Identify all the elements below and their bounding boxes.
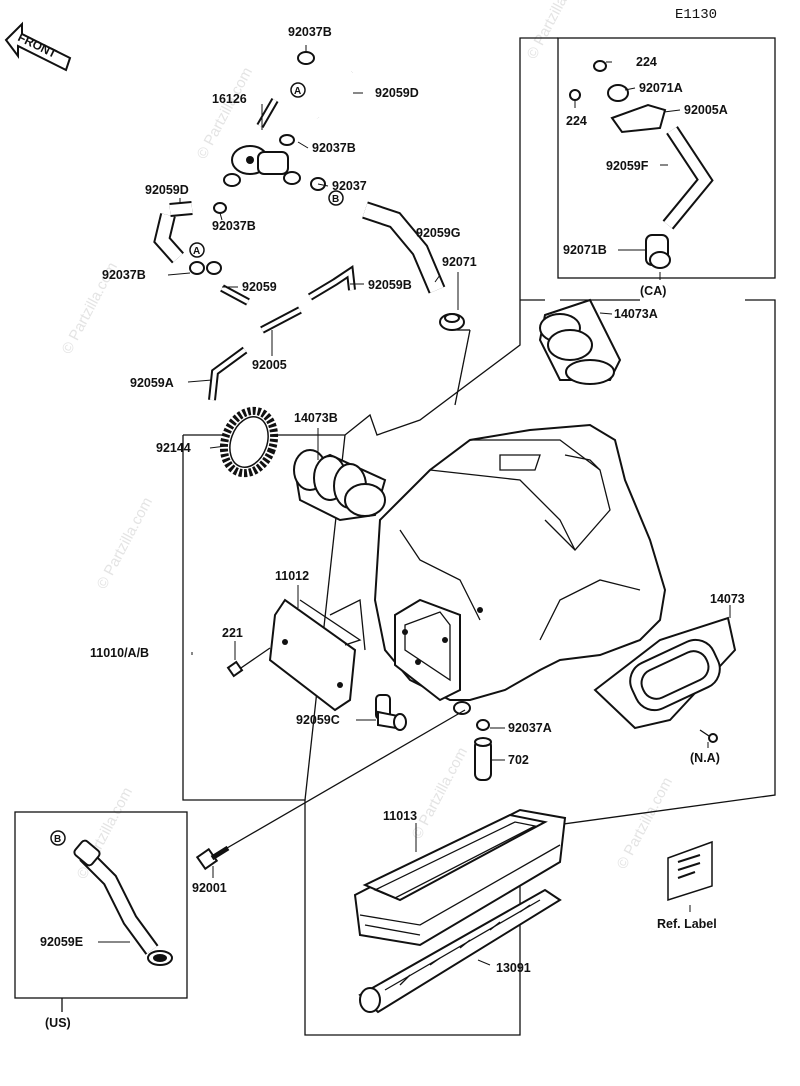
part-labels: 92037B 92059D 16126 92037B 92037 92059D …: [40, 25, 745, 1030]
air-box-11010: [373, 423, 667, 715]
hose-92059E: [73, 839, 173, 966]
label-ca: (CA): [640, 284, 666, 298]
label-92037B-left: 92037B: [212, 219, 256, 233]
label-92144: 92144: [156, 441, 191, 455]
label-11012: 11012: [275, 569, 309, 583]
watermark-8: © Partzilla.com: [614, 775, 676, 872]
label-92037B-low: 92037B: [102, 268, 146, 282]
label-13091: 13091: [496, 961, 531, 975]
label-92059D-left: 92059D: [145, 183, 189, 197]
label-92059: 92059: [242, 280, 277, 294]
label-92059D-top: 92059D: [375, 86, 419, 100]
label-92059E: 92059E: [40, 935, 83, 949]
label-92059G: 92059G: [416, 226, 460, 240]
duct-14073B: [293, 449, 387, 522]
label-14073: 14073: [710, 592, 745, 606]
label-92037B-mid: 92037B: [312, 141, 356, 155]
label-92037A: 92037A: [508, 721, 552, 735]
label-11013: 11013: [383, 809, 417, 823]
tube-702: [474, 737, 492, 781]
clamp-92037B-top: [297, 51, 315, 65]
duct-14073: [593, 616, 737, 743]
emission-hoses: [153, 51, 465, 478]
label-92071: 92071: [442, 255, 477, 269]
element-13091: [358, 888, 562, 1014]
label-92059C: 92059C: [296, 713, 340, 727]
duct-14073A: [538, 298, 622, 385]
label-92037B-top: 92037B: [288, 25, 332, 39]
callouts: A B A B: [50, 82, 344, 846]
group-boundary-lines: [14, 37, 776, 1036]
callout-b-us: B: [54, 834, 61, 845]
label-92001: 92001: [192, 881, 227, 895]
label-92059A: 92059A: [130, 376, 174, 390]
valve-16126: [223, 134, 301, 187]
label-92037: 92037: [332, 179, 367, 193]
watermark-6: © Partzilla.com: [409, 745, 471, 842]
ca-parts: [569, 60, 714, 269]
watermark-3: © Partzilla.com: [524, 0, 586, 62]
intake-ducts: [293, 298, 622, 522]
label-92071B: 92071B: [563, 243, 607, 257]
label-us: (US): [45, 1016, 71, 1030]
front-arrow-icon: FRONT: [4, 21, 72, 72]
label-ref: Ref. Label: [657, 917, 717, 931]
label-11010: 11010/A/B: [90, 646, 149, 660]
label-92005: 92005: [252, 358, 287, 372]
label-92059B: 92059B: [368, 278, 412, 292]
label-16126: 16126: [212, 92, 247, 106]
watermark-4: © Partzilla.com: [94, 495, 156, 592]
screw-221: [226, 647, 271, 678]
filter-11013: [353, 808, 567, 947]
callout-a-left: A: [193, 246, 200, 257]
label-702: 702: [508, 753, 529, 767]
label-92059F: 92059F: [606, 159, 649, 173]
label-14073B: 14073B: [294, 411, 338, 425]
ref-label-icon: [667, 840, 713, 902]
plate-11012: [268, 598, 366, 712]
label-92005A: 92005A: [684, 103, 728, 117]
label-92071A: 92071A: [639, 81, 683, 95]
elbow-92059C: [375, 694, 407, 731]
clamp-92037A: [476, 719, 490, 731]
label-224-b: 224: [566, 114, 587, 128]
diagram-code: E1130: [675, 7, 717, 23]
bolt-92001: [195, 709, 466, 871]
leader-lines: [98, 45, 731, 966]
callout-a-top: A: [294, 86, 301, 97]
label-221: 221: [222, 626, 243, 640]
label-224-a: 224: [636, 55, 657, 69]
label-14073A: 14073A: [614, 307, 658, 321]
label-na: (N.A): [690, 751, 720, 765]
callout-b-mid: B: [332, 194, 339, 205]
